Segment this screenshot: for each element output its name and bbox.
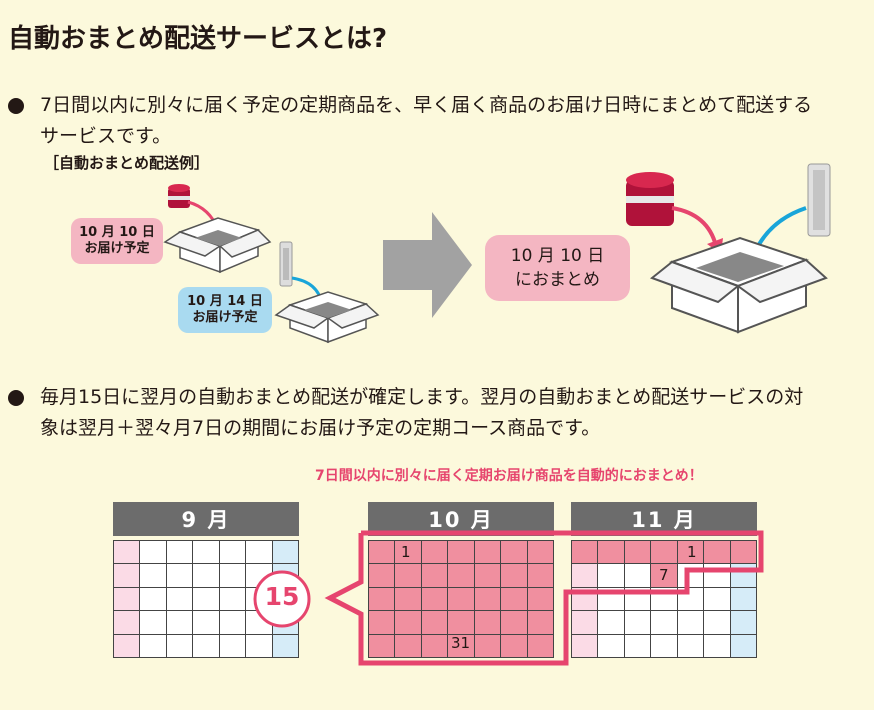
calendar-sep-header: 9 月: [113, 502, 299, 536]
merge-illustration: [163, 163, 831, 344]
arrow-right-icon: [383, 212, 472, 318]
calendar-oct-header: 10 月: [368, 502, 554, 536]
oct-day-1: 1: [401, 543, 411, 561]
section2-line1: 毎月15日に翌月の自動おまとめ配送が確定します。翌月の自動おまとめ配送サービスの…: [40, 386, 804, 408]
oct-day-31: 31: [451, 634, 471, 652]
box-icon: [274, 291, 380, 344]
calendar-oct: [367, 539, 555, 659]
section1-line1: 7日間以内に別々に届く予定の定期商品を、早く届く商品のお届け日時にまとめて配送す…: [40, 94, 813, 116]
bullet-icon: [8, 98, 24, 114]
example-label: ［自動おまとめ配送例］: [44, 154, 210, 172]
nov-day-1: 1: [687, 543, 697, 561]
serum-bottle-icon: [807, 163, 831, 237]
section2-text: 毎月15日に翌月の自動おまとめ配送が確定します。翌月の自動おまとめ配送サービスの…: [40, 382, 803, 444]
serum-bottle-icon: [279, 241, 293, 287]
cream-jar-icon: [626, 172, 674, 226]
callout-b-line1: 10 月 14 日: [187, 294, 263, 309]
cream-jar-icon: [168, 184, 190, 208]
section1-line2: サービスです。: [40, 125, 172, 147]
nov-day-7: 7: [659, 566, 669, 584]
date-marker-15: 15: [264, 582, 300, 611]
merge-highlight-text: 7日間以内に別々に届く定期お届け商品を自動的におまとめ！: [315, 468, 703, 484]
date-marker-circle: [253, 570, 311, 628]
page-title: 自動おまとめ配送サービスとは?: [8, 24, 388, 54]
callout-a-line2: お届け予定: [84, 241, 150, 256]
callout-c-line2: におまとめ: [514, 270, 600, 290]
callout-b-line2: お届け予定: [192, 310, 258, 325]
callout-a-line1: 10 月 10 日: [79, 225, 155, 240]
callout-c-line1: 10 月 10 日: [510, 246, 605, 266]
bullet-icon: [8, 390, 24, 406]
callout-oct14: 10 月 14 日お届け予定: [178, 287, 272, 333]
box-icon: [163, 217, 272, 274]
section1-text: 7日間以内に別々に届く予定の定期商品を、早く届く商品のお届け日時にまとめて配送す…: [40, 90, 812, 152]
callout-merged: 10 月 10 日におまとめ: [485, 235, 630, 301]
calendar-nov-header: 11 月: [571, 502, 757, 536]
section2-line2: 象は翌月＋翌々月7日の期間にお届け予定の定期コース商品です。: [40, 417, 601, 439]
callout-oct10: 10 月 10 日お届け予定: [71, 218, 163, 264]
box-icon: [649, 236, 828, 334]
